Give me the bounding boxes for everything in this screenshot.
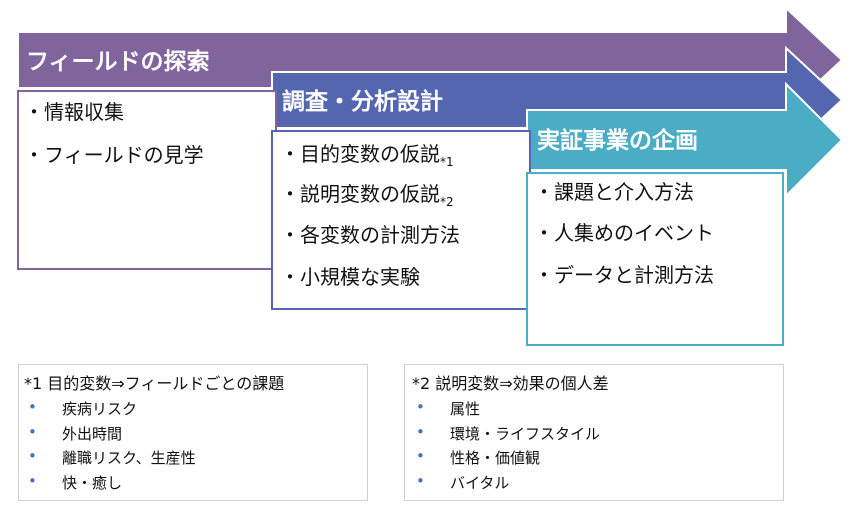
stage-2-item: ・目的変数の仮説*1 xyxy=(280,138,454,169)
footnote-item-text: 属性 xyxy=(450,400,481,418)
bullet-icon: • xyxy=(416,472,425,490)
stage-3-arrow xyxy=(526,81,844,199)
stage-2-title: 調査・分析設計 xyxy=(282,89,443,115)
bullet-icon: • xyxy=(28,423,37,441)
stage-2-box xyxy=(271,130,531,310)
stage-2-item-text: ・各変数の計測方法 xyxy=(280,223,460,247)
bullet-icon: • xyxy=(416,423,425,441)
stage-2-item-text: ・説明変数の仮説 xyxy=(280,182,440,206)
stage-2-item-text: ・小規模な実験 xyxy=(280,265,420,289)
stage-2-item: ・説明変数の仮説*2 xyxy=(280,178,454,209)
stage-2-item: ・小規模な実験 xyxy=(280,261,420,290)
stage-3-item: ・データと計測方法 xyxy=(534,263,714,287)
stage-1-item: ・フィールドの見学 xyxy=(24,143,204,167)
footnote-item-text: 疾病リスク xyxy=(62,400,138,418)
stage-2-item-text: ・目的変数の仮説 xyxy=(280,142,440,166)
footnote-item-text: 性格・価値観 xyxy=(450,449,541,467)
stage-3-title: 実証事業の企画 xyxy=(537,128,698,154)
bullet-icon: • xyxy=(28,447,37,465)
stage-3-item: ・課題と介入方法 xyxy=(534,180,694,204)
footnote-marker: *1 xyxy=(440,155,454,169)
bullet-icon: • xyxy=(416,447,425,465)
stage-1-item: ・情報収集 xyxy=(24,100,124,124)
footnote-title-1: *1 目的変数⇒フィールドごとの課題 xyxy=(24,374,285,393)
footnote-item-text: 環境・ライフスタイル xyxy=(450,425,601,443)
stage-1-title: フィールドの探索 xyxy=(26,49,210,75)
footnote-item-text: バイタル xyxy=(450,474,510,492)
stage-2-item: ・各変数の計測方法 xyxy=(280,219,460,248)
footnote-item-text: 離職リスク、生産性 xyxy=(62,449,196,467)
bullet-icon: • xyxy=(28,472,37,490)
stage-3-item: ・人集めのイベント xyxy=(534,221,714,245)
footnote-title-2: *2 説明変数⇒効果の個人差 xyxy=(412,374,609,393)
bullet-icon: • xyxy=(28,398,37,416)
stage-3-box xyxy=(526,172,784,346)
footnote-item-text: 快・癒し xyxy=(62,474,123,492)
bullet-icon: • xyxy=(416,398,425,416)
footnote-box-2 xyxy=(404,364,784,501)
footnote-marker: *2 xyxy=(440,195,454,209)
stage-1-box xyxy=(17,90,277,270)
footnote-item-text: 外出時間 xyxy=(62,425,123,443)
footnote-box-1 xyxy=(18,364,368,501)
